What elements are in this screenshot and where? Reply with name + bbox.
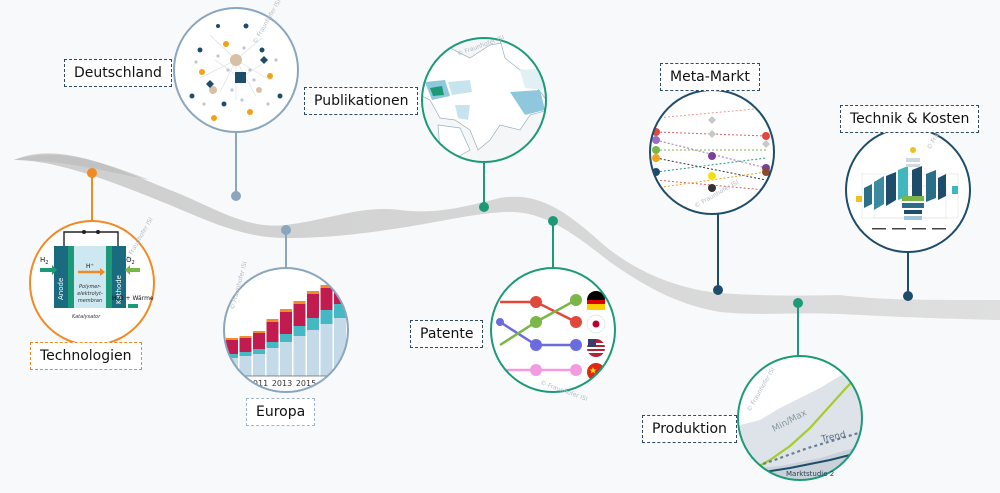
europa-bar-segment (253, 333, 265, 349)
europa-bar-segment (239, 336, 252, 338)
europa-bar-segment (239, 338, 252, 352)
timeline-ribbon-shade (14, 154, 150, 180)
europa-bar-segment (320, 310, 333, 324)
europa-bar-segment (280, 312, 292, 334)
circle-borders (29, 7, 971, 481)
europa-tick-label: 2015 (296, 379, 316, 388)
anode-label: Anode (57, 278, 65, 300)
europa-bar-segment (266, 322, 279, 342)
dot-patente[interactable] (548, 216, 558, 226)
markt-label: Marktstudie 2 (786, 470, 834, 478)
kathode-plate (112, 246, 126, 308)
europa-bar-segment (307, 291, 319, 294)
europa-bar-segment (253, 354, 265, 376)
dot-deutschland[interactable] (231, 191, 241, 201)
europa-bar-segment (253, 349, 265, 354)
europa-bar-segment (293, 301, 306, 304)
patente-circle[interactable] (491, 268, 615, 392)
europa-tick-label: 2011 (248, 379, 268, 388)
europa-bar-segment (239, 352, 252, 356)
world-map (422, 39, 546, 161)
europa-bar-segment (266, 342, 279, 348)
membrane-line-2: elektrolyt- (77, 291, 103, 297)
label-produktion[interactable]: Produktion (642, 415, 737, 443)
hplus-label: H⁺ (86, 263, 94, 270)
label-patente[interactable]: Patente (410, 320, 484, 348)
label-meta-markt[interactable]: Meta-Markt (660, 63, 760, 91)
europa-bar-segment (320, 324, 333, 376)
europa-bar-segment (320, 288, 333, 310)
europa-bar-segment (307, 318, 319, 330)
catalyst-label: Katalysator (72, 314, 101, 320)
europa-bar-segment (293, 336, 306, 376)
meta-markt-circle[interactable] (650, 90, 774, 214)
flag-japan-icon (586, 314, 606, 334)
europa-tick-label: 2013 (272, 379, 292, 388)
europa-bar-segment (226, 338, 238, 340)
dot-europa[interactable] (281, 225, 291, 235)
deutschland-circle[interactable] (174, 8, 298, 132)
europa-bar-segment (307, 294, 319, 318)
europa-bar-segment (226, 340, 238, 354)
europa-bar-segment (266, 348, 279, 376)
output-label: H₂O + Wärme (112, 295, 154, 302)
europa-bar-segment (266, 319, 279, 322)
kathode-label: Kathode (115, 275, 123, 304)
dot-publikationen[interactable] (479, 202, 489, 212)
dot-technologien[interactable] (87, 168, 97, 178)
europa-bar-segment (334, 281, 346, 284)
europa-bar-segment (280, 334, 292, 342)
europa-bar-segment (280, 309, 292, 312)
dot-produktion[interactable] (793, 298, 803, 308)
dot-technik-kosten[interactable] (903, 291, 913, 301)
label-publikationen[interactable]: Publikationen (304, 87, 419, 115)
label-technologien[interactable]: Technologien (30, 342, 142, 370)
europa-bar-segment (253, 331, 265, 333)
label-technik-kosten[interactable]: Technik & Kosten (840, 105, 980, 133)
publikationen-circle[interactable] (420, 38, 548, 162)
flag-germany-icon (587, 291, 605, 310)
europa-bar-segment (226, 354, 238, 358)
membrane-line-3: membran (78, 298, 102, 304)
europa-bar-segment (280, 342, 292, 376)
europa-bar-segment (293, 304, 306, 326)
anode-plate (54, 246, 68, 308)
connectors (91, 133, 909, 356)
label-europa[interactable]: Europa (246, 398, 316, 426)
europa-bar-segment (320, 285, 333, 288)
membrane-line-1: Polymer- (79, 284, 101, 290)
dot-meta-markt[interactable] (713, 285, 723, 295)
o2-label: O2 (126, 256, 135, 266)
europa-bar-segment (239, 356, 252, 376)
flag-china-icon (587, 363, 605, 381)
h2-label: H2 (40, 256, 48, 266)
flag-usa-icon (587, 339, 605, 357)
europa-bar-segment (307, 330, 319, 376)
technik-kosten-circle[interactable] (846, 128, 970, 252)
europa-bar-segment (293, 326, 306, 336)
europa-tick-label: 20 (325, 379, 335, 388)
label-deutschland[interactable]: Deutschland (64, 59, 172, 87)
technologien-circle[interactable] (30, 221, 154, 345)
